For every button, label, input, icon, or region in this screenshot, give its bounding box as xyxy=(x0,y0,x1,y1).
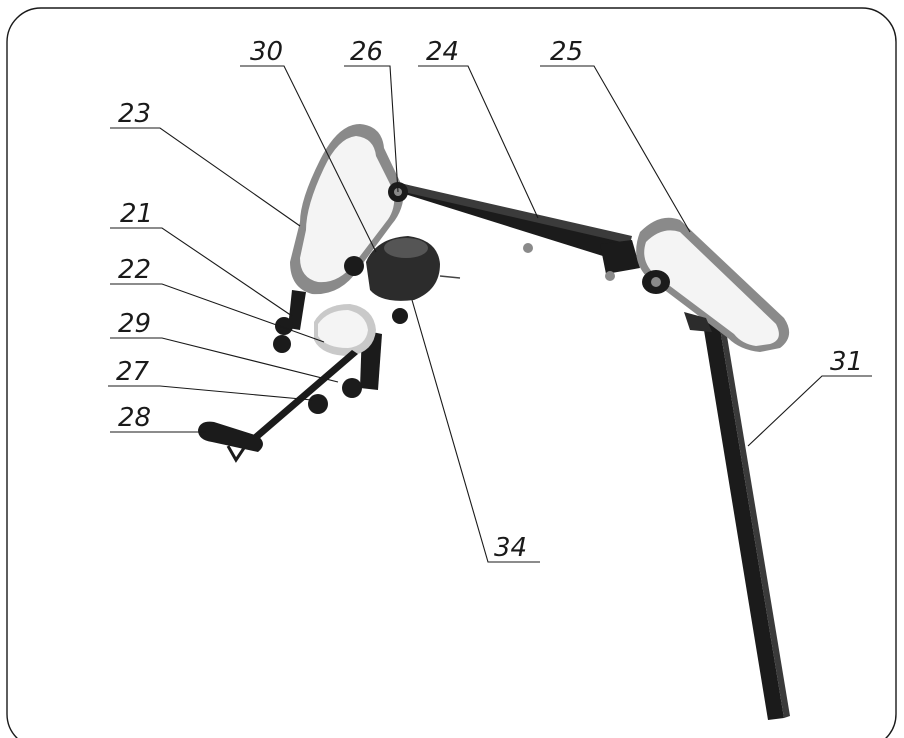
post-joint xyxy=(684,312,712,332)
leader-27 xyxy=(108,385,313,401)
arm-bolt xyxy=(523,243,533,253)
leader-26 xyxy=(344,65,399,193)
diagram-frame xyxy=(6,7,897,738)
leader-30 xyxy=(240,65,377,253)
label-23: 23 xyxy=(118,99,151,129)
leader-31 xyxy=(747,375,872,447)
label-22: 22 xyxy=(118,255,151,285)
leader-21 xyxy=(110,227,293,317)
main-arm xyxy=(392,184,630,262)
leader-lines xyxy=(108,65,872,563)
label-31: 31 xyxy=(830,347,863,377)
handle-loop xyxy=(226,445,246,463)
leader-22 xyxy=(110,283,325,343)
left-pulley xyxy=(344,256,364,276)
handle-rod xyxy=(252,350,358,440)
pad-34-top xyxy=(384,238,428,258)
knob-21b xyxy=(273,335,291,353)
label-21: 21 xyxy=(120,199,153,229)
knob-right xyxy=(392,308,408,324)
knob-21 xyxy=(275,317,293,335)
support-post xyxy=(702,316,784,720)
label-27: 27 xyxy=(116,357,150,387)
label-34: 34 xyxy=(494,533,527,563)
leader-34 xyxy=(411,299,540,563)
left-housing-cover xyxy=(300,136,395,283)
label-30: 30 xyxy=(250,37,283,67)
label-26: 26 xyxy=(350,37,383,67)
right-pulley-axle xyxy=(651,277,661,287)
label-25: 25 xyxy=(550,37,583,67)
leader-29 xyxy=(110,337,339,383)
leader-25 xyxy=(540,65,691,233)
main-arm-top xyxy=(404,184,632,244)
pad-axis xyxy=(439,275,461,279)
label-28: 28 xyxy=(118,403,151,433)
leader-24 xyxy=(418,65,539,219)
label-29: 29 xyxy=(118,309,151,339)
support-post-side xyxy=(718,316,790,718)
leader-23 xyxy=(110,127,301,227)
right-housing-cover xyxy=(644,230,779,346)
clamp-bolt xyxy=(605,271,615,281)
handle-grip xyxy=(198,421,263,452)
hub-22-face xyxy=(318,310,368,348)
bracket-left xyxy=(288,290,306,330)
arm-clamp xyxy=(600,240,640,274)
knob-29 xyxy=(342,378,362,398)
part-labels: 30 26 24 25 23 21 22 29 27 28 34 31 xyxy=(116,37,863,563)
label-24: 24 xyxy=(426,37,459,67)
knob-27 xyxy=(308,394,328,414)
